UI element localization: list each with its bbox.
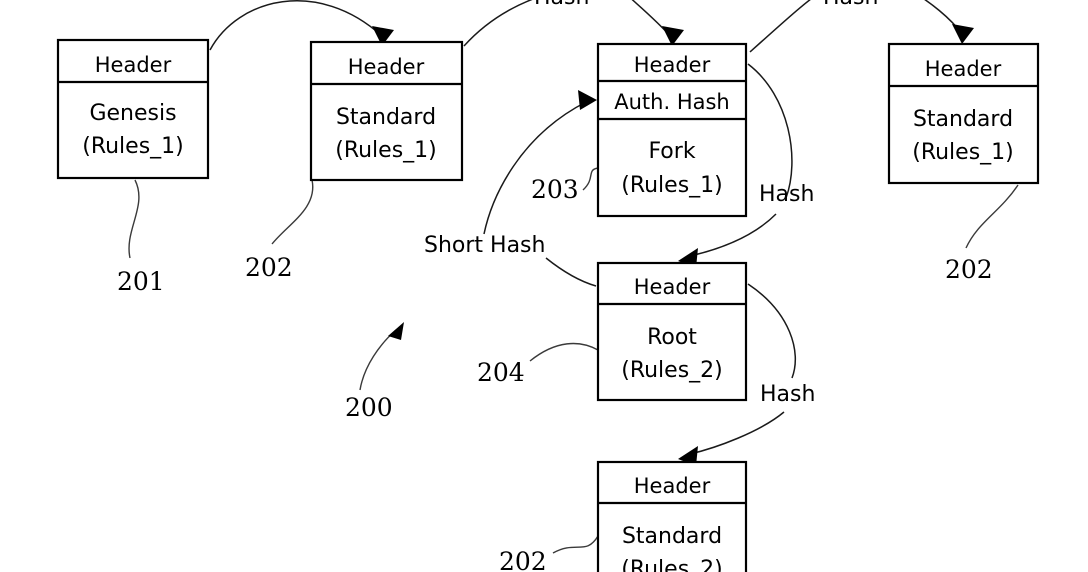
block-root-outline: [596, 261, 748, 402]
block-root[interactable]: Header Root (Rules_2): [596, 261, 748, 402]
ref-numeral-204: 204: [477, 358, 525, 387]
connector-genesis-to-standard1: [209, 0, 383, 51]
block-fork-authhash-label: Auth. Hash: [614, 90, 729, 114]
leader-202-a: [271, 179, 314, 245]
edge-label-hash-top-left: Hash: [534, 0, 589, 10]
reference-numerals-layer: 200 201 202 202 202 203 204: [117, 175, 993, 572]
connector-hash-left-down: [631, 0, 673, 39]
block-genesis[interactable]: Header Genesis (Rules_1): [56, 38, 210, 180]
connector-root-to-standard2-lower: [689, 411, 785, 455]
block-standard-right-outline: [887, 42, 1040, 185]
block-fork-header-label: Header: [634, 53, 711, 77]
connector-shorthash-to-fork: [483, 101, 587, 235]
ref-numeral-201: 201: [117, 267, 165, 296]
connectors-layer: [128, 0, 1019, 554]
leader-202-b: [965, 184, 1019, 249]
block-standard-right-header-label: Header: [925, 57, 1002, 81]
block-standard-2-outline: [596, 460, 748, 572]
arrowhead-fork-auth-left: [578, 90, 597, 110]
arrowhead-fork-top: [662, 26, 684, 46]
ref-numeral-202-bottom: 202: [499, 547, 547, 572]
leader-203: [582, 167, 599, 191]
block-genesis-body-line1: Genesis: [89, 101, 176, 126]
edge-label-hash-fork-right: Hash: [759, 182, 814, 207]
block-standard-1-body-line1: Standard: [336, 105, 436, 130]
connector-root-to-standard2: [747, 283, 796, 379]
block-root-body-line2: (Rules_2): [621, 358, 723, 383]
block-fork-body-line1: Fork: [648, 139, 695, 164]
block-standard-2-header-label: Header: [634, 474, 711, 498]
arrowhead-standardright-top: [952, 24, 974, 44]
ref-numeral-202-right: 202: [945, 255, 993, 284]
leader-200: [359, 329, 397, 391]
block-genesis-header-label: Header: [95, 53, 172, 77]
block-standard-2-body-line1: Standard: [622, 524, 722, 549]
connector-hash-right-down: [924, 0, 963, 35]
block-standard-2-body-line2: (Rules_2): [621, 557, 723, 572]
block-genesis-body-line2: (Rules_1): [82, 134, 184, 159]
ref-numeral-202-left: 202: [245, 253, 293, 282]
block-standard-1-body-line2: (Rules_1): [335, 138, 437, 163]
edge-label-short-hash: Short Hash: [424, 233, 545, 258]
block-standard-1-header-label: Header: [348, 55, 425, 79]
ref-numeral-203: 203: [531, 175, 579, 204]
connector-fork-to-root-lower: [689, 213, 777, 257]
connector-shorthash-to-root: [545, 257, 597, 287]
block-fork-body-line2: (Rules_1): [621, 173, 723, 198]
block-fork-outline: [596, 42, 748, 218]
arrowhead-standard1-top: [372, 26, 394, 46]
block-standard-1-outline: [309, 40, 464, 182]
connector-fork-to-standardright: [749, 0, 811, 53]
edge-label-hash-root-right: Hash: [760, 382, 815, 407]
block-root-body-line1: Root: [647, 325, 697, 350]
connector-fork-to-root: [747, 63, 793, 199]
block-standard-1[interactable]: Header Standard (Rules_1): [309, 40, 464, 182]
connector-standard1-to-fork: [463, 0, 533, 47]
block-fork[interactable]: Header Auth. Hash Fork (Rules_1): [596, 42, 748, 218]
block-standard-right-body-line2: (Rules_1): [912, 140, 1014, 165]
block-standard-right[interactable]: Header Standard (Rules_1): [887, 42, 1040, 185]
edge-label-hash-top-right: Hash: [823, 0, 878, 10]
leader-204: [529, 342, 599, 362]
block-standard-right-body-line1: Standard: [913, 107, 1013, 132]
leader-202-c: [552, 535, 599, 554]
ref-numeral-200: 200: [345, 393, 393, 422]
block-root-header-label: Header: [634, 275, 711, 299]
leader-201: [128, 179, 140, 259]
edge-labels-layer: Hash Hash Hash Hash Short Hash: [424, 0, 878, 407]
arrowhead-200: [388, 322, 404, 340]
block-standard-2[interactable]: Header Standard (Rules_2): [596, 460, 748, 572]
block-genesis-outline: [56, 38, 210, 180]
